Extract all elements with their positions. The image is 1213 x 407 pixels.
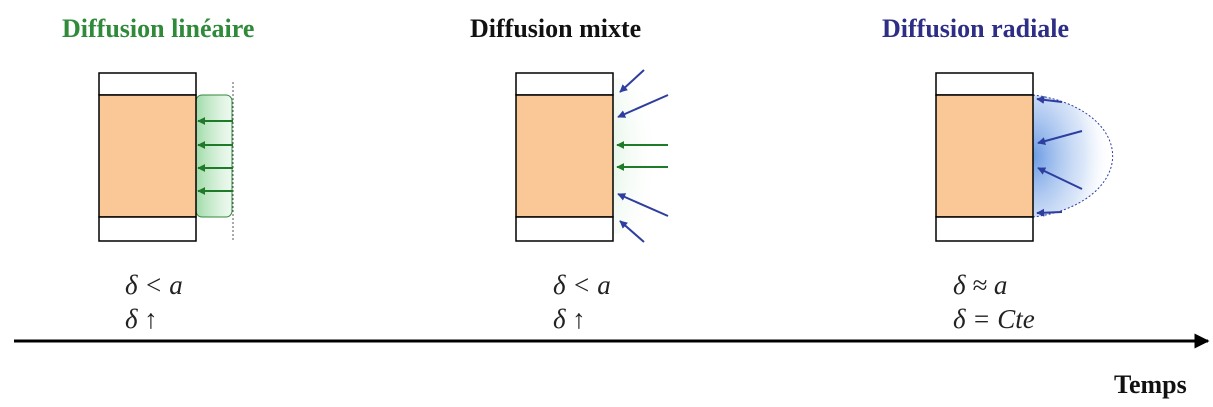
panel-linear xyxy=(99,73,233,242)
time-axis-label: Temps xyxy=(1114,370,1187,400)
insulator-top xyxy=(99,73,196,95)
arrow-left-icon xyxy=(1037,212,1062,213)
condition-radial-2: δ = Cte xyxy=(953,306,1035,333)
insulator-bottom xyxy=(99,217,196,241)
insulator-bottom xyxy=(516,217,613,241)
condition-linear-2: δ ↑ xyxy=(125,306,158,333)
panel-radial xyxy=(936,73,1113,241)
condition-radial-1: δ ≈ a xyxy=(953,272,1007,299)
insulator-top xyxy=(516,73,613,95)
electrode xyxy=(516,95,613,217)
electrode xyxy=(936,95,1033,217)
electrode xyxy=(99,95,196,217)
diffusion-halo-radial xyxy=(1033,95,1113,217)
panel-mixed xyxy=(516,70,668,242)
diffusion-layer-linear xyxy=(196,95,232,217)
condition-mixed-2: δ ↑ xyxy=(553,306,586,333)
condition-linear-1: δ < a xyxy=(125,272,183,299)
insulator-bottom xyxy=(936,217,1033,241)
insulator-top xyxy=(936,73,1033,95)
condition-mixed-1: δ < a xyxy=(553,272,611,299)
